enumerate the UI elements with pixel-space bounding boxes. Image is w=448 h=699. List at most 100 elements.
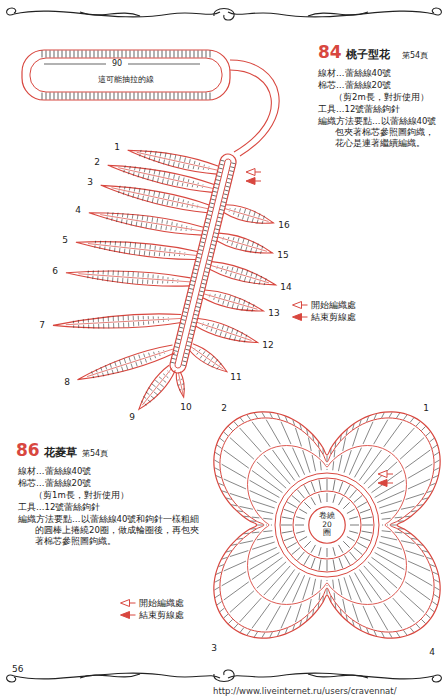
stitch-mark (282, 531, 293, 533)
stitch-mark (95, 241, 96, 244)
stitch-mark (179, 251, 180, 252)
stitch-mark (183, 388, 185, 389)
stitch-mark (152, 274, 153, 278)
stitch-mark (116, 218, 118, 222)
leaflet (76, 241, 197, 260)
stitch-mark (182, 93, 183, 100)
stitch-mark (177, 281, 178, 283)
stitch-mark (74, 93, 75, 100)
stitch-mark (189, 288, 193, 290)
stitch-mark (252, 517, 259, 519)
stitch-mark (222, 201, 226, 203)
watermark: http://www.liveinternet.ru/users/cravenn… (212, 686, 398, 697)
stitch-mark (252, 532, 259, 534)
stitch-mark (88, 271, 89, 274)
stitch-mark (255, 249, 256, 253)
legend-arrow (120, 610, 136, 620)
stitch-mark (147, 216, 149, 221)
stitch-mark (128, 322, 129, 327)
border-curve (432, 8, 441, 15)
stitch-mark (252, 218, 253, 223)
stitch-mark (178, 163, 179, 168)
stitch-mark (252, 542, 275, 549)
stitch-mark (139, 167, 141, 171)
leaflet (189, 344, 227, 372)
callout-number: 14 (279, 282, 292, 293)
page-number: 56 (12, 664, 23, 675)
stitch-mark (90, 93, 91, 100)
stitch-mark (184, 158, 186, 162)
stitch-mark (138, 173, 140, 177)
stitch-mark (216, 224, 220, 226)
stitch-mark (172, 282, 173, 283)
stitch-mark (88, 318, 89, 322)
stitch-mark (334, 593, 336, 600)
stitch-mark (303, 450, 310, 473)
stitch-mark (374, 420, 388, 444)
stitch-mark (168, 161, 169, 166)
stitch-mark (175, 228, 176, 231)
stitch-mark (98, 324, 99, 329)
stitch-mark (168, 317, 169, 319)
stitch-mark (204, 226, 208, 228)
stitch-mark (220, 209, 224, 211)
stitch-mark (222, 464, 246, 478)
stitch-mark (292, 495, 300, 502)
stitch-mark (363, 606, 373, 628)
stitch-mark (403, 630, 407, 635)
leaflet-outline (66, 271, 191, 286)
stitch-mark (395, 532, 402, 534)
stitch-mark (339, 545, 344, 553)
stitch-mark (162, 276, 163, 279)
stitch-mark (261, 276, 262, 279)
stitch-mark (168, 195, 170, 199)
legend-arrow (292, 300, 308, 310)
stitch-mark (215, 594, 220, 597)
stitch-mark (173, 174, 175, 178)
stitch-mark (201, 241, 205, 243)
stitch-mark (196, 306, 200, 308)
stitch-mark (359, 450, 381, 480)
stitch-mark (94, 93, 95, 100)
stitch-mark (149, 388, 153, 391)
stitch-mark (360, 509, 370, 513)
stitch-mark (103, 317, 104, 322)
stitch-mark (234, 297, 235, 302)
leaflet (77, 345, 174, 380)
stitch-mark (263, 530, 272, 532)
border-scroll (7, 8, 442, 20)
stitch-mark (154, 356, 156, 358)
stitch-mark (165, 153, 166, 158)
stitch-mark (214, 460, 219, 463)
stitch-mark (183, 311, 187, 313)
stitch-mark (434, 468, 439, 471)
stitch-mark (172, 358, 176, 360)
stitch-mark (240, 628, 244, 633)
stitch-mark (117, 278, 118, 283)
stitch-mark (250, 491, 277, 503)
stitch-mark (206, 93, 207, 100)
stitch-mark (259, 213, 260, 217)
stitch-mark (118, 316, 119, 321)
leaflet-outline (176, 372, 184, 397)
stitch-mark (349, 448, 361, 475)
stitch-mark (136, 362, 137, 366)
stitch-mark (118, 93, 119, 100)
stitch-mark (250, 480, 280, 497)
stem-line (230, 60, 279, 156)
stitch-mark (178, 176, 180, 180)
stitch-mark (234, 336, 235, 340)
stitch-mark (104, 246, 105, 250)
stitch-mark (170, 51, 171, 58)
start-arrow (246, 169, 255, 176)
stitch-mark (284, 537, 294, 541)
stitch-mark (228, 178, 232, 180)
petal-outline (214, 412, 440, 638)
stitch-mark (287, 502, 297, 508)
leaflet-vein (78, 274, 190, 282)
stitch-mark (186, 51, 187, 58)
stitch-mark (327, 456, 328, 462)
stitch-mark (166, 51, 167, 58)
stitch-mark (73, 321, 74, 324)
stitch-mark (82, 51, 83, 58)
